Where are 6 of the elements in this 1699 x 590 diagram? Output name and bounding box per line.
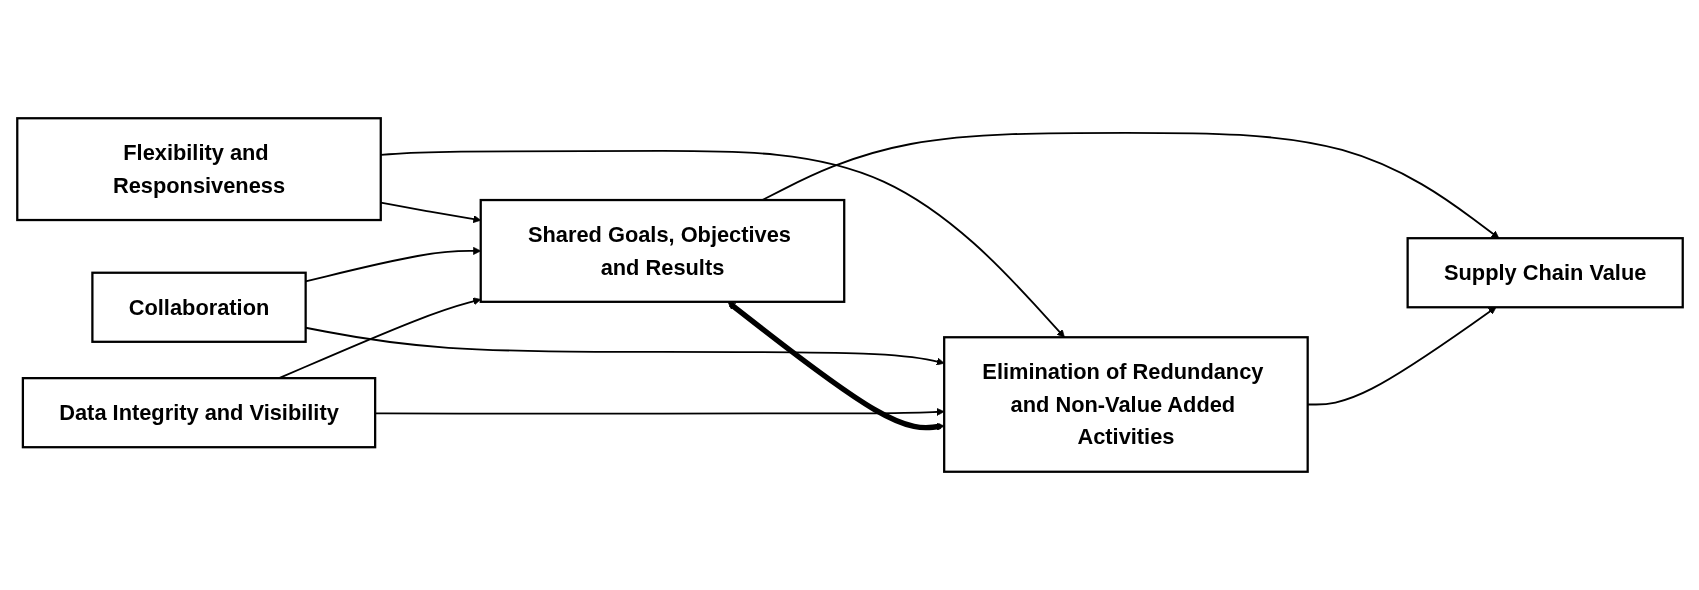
node-box: Elimination of Redundancy and Non-Value Added Activities [942,336,1309,473]
node-box: Supply Chain Value [1406,237,1684,309]
node-box: Flexibility and Responsiveness [15,117,382,222]
node-box: Collaboration [90,271,307,343]
node-box: Data Integrity and Visibility [21,377,376,449]
node-box: Shared Goals, Objectives and Results [479,198,845,303]
